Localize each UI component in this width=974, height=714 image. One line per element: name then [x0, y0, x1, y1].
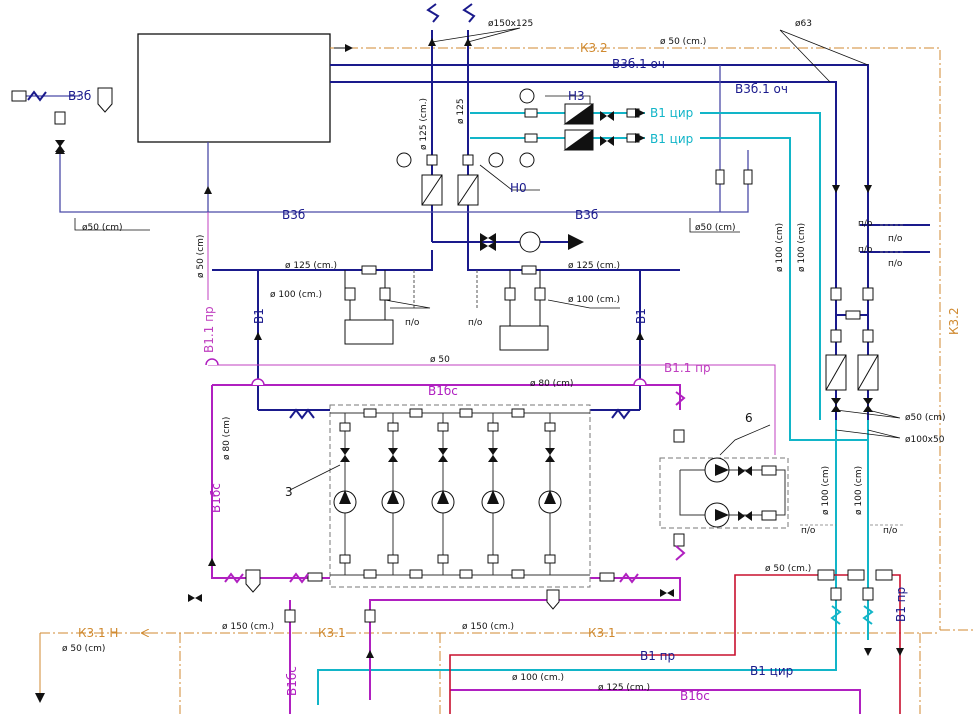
label-b1-left: В1 [252, 308, 266, 324]
circulation-lines [317, 112, 869, 705]
label-b1pr-v: В1 пр [894, 587, 908, 622]
label-b36-left: В3б [68, 89, 91, 103]
label-d63: ø63 [795, 19, 812, 29]
label-po-1: п/о [405, 318, 420, 328]
label-b1bc-v2: В1бс [285, 666, 299, 696]
label-d125-v1: ø 125 (cm.) [419, 98, 429, 150]
label-d100-b: ø 100 (cm.) [568, 295, 620, 305]
label-b361-a: В3б.1 оч [612, 57, 665, 71]
label-d100-h: ø 100 (cm.) [512, 673, 564, 683]
label-po-2: п/о [468, 318, 483, 328]
label-b36-mid: В3б [282, 208, 305, 222]
label-d50-k31: ø 50 (cm) [62, 644, 105, 654]
label-d125-a: ø 125 (cm.) [285, 261, 337, 271]
label-po-7: п/о [858, 219, 873, 229]
label-b1bc-top: В1бс [428, 384, 458, 398]
label-d100-v1: ø 100 (cm) [775, 223, 785, 272]
label-d80-h: ø 80 (cm) [530, 379, 573, 389]
label-po-3: п/о [888, 234, 903, 244]
label-b11pr-right: В1.1 пр [664, 361, 711, 375]
label-po-6: п/о [883, 526, 898, 536]
fittings [11, 90, 893, 623]
gauges [396, 88, 535, 168]
label-b1cir-b: В1 цир [650, 132, 693, 146]
label-d50-right: ø50 (cm) [695, 223, 736, 233]
label-po-5: п/о [801, 526, 816, 536]
label-d50-bottom: ø 50 (cm.) [765, 564, 811, 574]
check-valve-left [97, 87, 113, 113]
label-d100-v4: ø 100 (cm) [854, 466, 864, 515]
pump-group-box [329, 404, 591, 588]
storage-tank [137, 33, 331, 143]
booster-pump-box [659, 457, 789, 529]
receiver-right [499, 325, 549, 351]
label-b361-b: В3б.1 оч [735, 82, 788, 96]
label-d100-v2: ø 100 (cm) [797, 223, 807, 272]
heat-exchangers [563, 103, 594, 151]
label-b1bc-bottom: В1бс [680, 689, 710, 703]
label-po-4: п/о [888, 259, 903, 269]
label-h3: Н3 [568, 89, 585, 103]
labels: ø150x125 К3.2 ø 50 (cm.) ø63 В3б В3б.1 о… [62, 19, 961, 703]
label-k32-top: К3.2 [580, 41, 608, 55]
label-b11pr-left: В1.1 пр [202, 306, 216, 353]
sewer-lines [39, 47, 974, 714]
label-d100-v3: ø 100 (cm) [821, 466, 831, 515]
filters [421, 174, 879, 391]
valves [55, 111, 873, 602]
label-b1cir-a: В1 цир [650, 106, 693, 120]
label-d80-v: ø 80 (cm) [222, 417, 232, 460]
label-b1bc-v: В1бс [209, 483, 223, 513]
label-b1cir-c: В1 цир [750, 664, 793, 678]
label-num-6: 6 [745, 411, 753, 425]
label-k31-b: К3.1 [588, 626, 616, 640]
label-d100x50: ø100x50 [905, 435, 945, 445]
receiver-left [344, 319, 394, 345]
label-k31-h: К3.1 Н [78, 626, 118, 640]
label-d125-c: ø 125 (cm.) [598, 683, 650, 693]
label-d125-v2: ø 125 [456, 98, 466, 124]
label-d150-b: ø 150 (cm.) [462, 622, 514, 632]
label-d125-b: ø 125 (cm.) [568, 261, 620, 271]
label-num-3: 3 [285, 485, 293, 499]
label-d150-a: ø 150 (cm.) [222, 622, 274, 632]
label-d50-left: ø50 (cm) [82, 223, 123, 233]
label-d50-r1: ø50 (cm) [905, 413, 946, 423]
fire-lines [207, 212, 776, 455]
label-b1pr-h: В1 пр [640, 649, 675, 663]
label-po-8: п/о [858, 245, 873, 255]
label-d100-a: ø 100 (cm.) [270, 290, 322, 300]
label-b36-right: В3б [575, 208, 598, 222]
label-d50-top: ø 50 (cm.) [660, 37, 706, 47]
label-d150x125: ø150x125 [488, 19, 533, 29]
label-d50-mid: ø 50 [430, 355, 450, 365]
label-k31-a: К3.1 [318, 626, 346, 640]
label-b1-right: В1 [634, 308, 648, 324]
label-d50-v: ø 50 (cm) [196, 235, 206, 278]
label-k32-right: К3.2 [947, 307, 961, 335]
label-h0: Н0 [510, 181, 527, 195]
